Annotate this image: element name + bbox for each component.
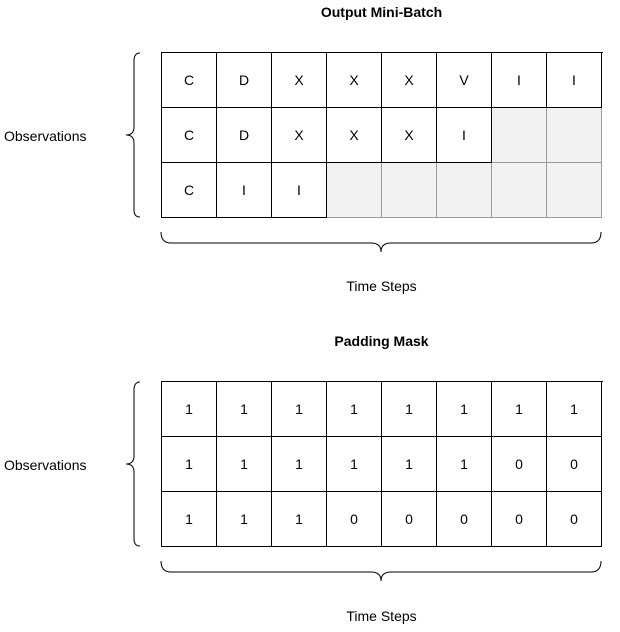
batch-cell: C [162,53,217,108]
batch-cell: D [217,53,272,108]
mask-cell: 0 [492,437,547,492]
top-row-brace [125,52,141,218]
batch-cell: V [437,53,492,108]
bottom-column-brace [160,560,602,582]
mask-cell: 0 [327,492,382,547]
mask-cell: 1 [492,382,547,437]
mask-cell: 1 [382,382,437,437]
mask-cell: 0 [547,492,602,547]
mask-cell: 1 [272,382,327,437]
batch-cell [437,163,492,218]
batch-cell [382,163,437,218]
batch-cell: X [327,53,382,108]
batch-cell: C [162,108,217,163]
bottom-title: Padding Mask [334,333,429,349]
batch-cell: X [382,108,437,163]
batch-cell: X [272,108,327,163]
mask-cell: 1 [162,437,217,492]
mask-cell: 1 [382,437,437,492]
top-title: Output Mini-Batch [320,4,443,20]
mask-cell: 1 [217,437,272,492]
batch-cell: I [437,108,492,163]
batch-cell: I [547,53,602,108]
mask-cell: 1 [437,382,492,437]
mask-cell: 1 [162,382,217,437]
batch-cell [492,163,547,218]
top-column-label: Time Steps [346,278,417,294]
mask-cell: 1 [327,437,382,492]
mask-cell: 1 [327,382,382,437]
mask-cell: 0 [437,492,492,547]
batch-cell: X [327,108,382,163]
mask-cell: 1 [217,492,272,547]
batch-cell: C [162,163,217,218]
mask-cell: 1 [547,382,602,437]
bottom-row-label: Observations [4,457,87,473]
bottom-row-brace [125,381,141,547]
mask-cell: 0 [547,437,602,492]
batch-cell [492,108,547,163]
top-column-brace [160,231,602,253]
batch-cell: D [217,108,272,163]
top-row-label: Observations [4,128,87,144]
mask-cell: 0 [492,492,547,547]
mask-cell: 0 [382,492,437,547]
mask-cell: 1 [437,437,492,492]
batch-cell: X [272,53,327,108]
batch-cell: I [492,53,547,108]
bottom-column-label: Time Steps [346,608,417,624]
batch-cell [547,108,602,163]
batch-cell: I [272,163,327,218]
mask-cell: 1 [272,437,327,492]
mask-cell: 1 [162,492,217,547]
batch-cell: X [382,53,437,108]
batch-cell: I [217,163,272,218]
mask-cell: 1 [217,382,272,437]
batch-cell [547,163,602,218]
batch-cell [327,163,382,218]
mask-cell: 1 [272,492,327,547]
